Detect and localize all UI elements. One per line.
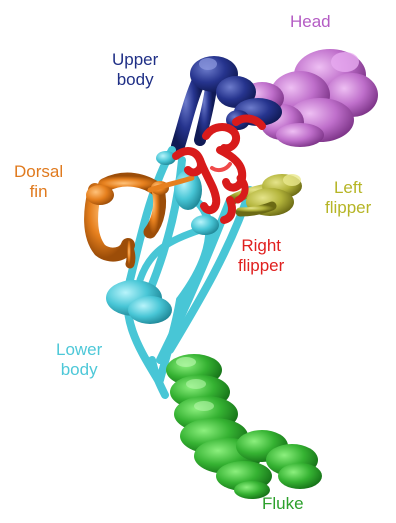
lower-body-label: Lower body [56, 340, 102, 380]
left-flipper-label: Left flipper [325, 178, 371, 218]
right-flipper-label: Right flipper [238, 236, 284, 276]
right-flipper-label-line1: Right [238, 236, 284, 256]
fluke-domain [166, 354, 322, 499]
dorsal-fin-label-line2: fin [14, 182, 63, 202]
lower-body-label-line1: Lower [56, 340, 102, 360]
head-label-text: Head [290, 12, 331, 32]
head-domain [240, 49, 378, 147]
left-flipper-label-line1: Left [325, 178, 371, 198]
upper-body-label: Upper body [112, 50, 158, 90]
upper-body-label-line2: body [112, 70, 158, 90]
fluke-label: Fluke [262, 494, 304, 514]
dorsal-fin-label-line1: Dorsal [14, 162, 63, 182]
head-label: Head [290, 12, 331, 32]
right-flipper-label-line2: flipper [238, 256, 284, 276]
dorsal-fin-label: Dorsal fin [14, 162, 63, 202]
fluke-label-text: Fluke [262, 494, 304, 514]
upper-body-label-line1: Upper [112, 50, 158, 70]
lower-body-label-line2: body [56, 360, 102, 380]
left-flipper-label-line2: flipper [325, 198, 371, 218]
